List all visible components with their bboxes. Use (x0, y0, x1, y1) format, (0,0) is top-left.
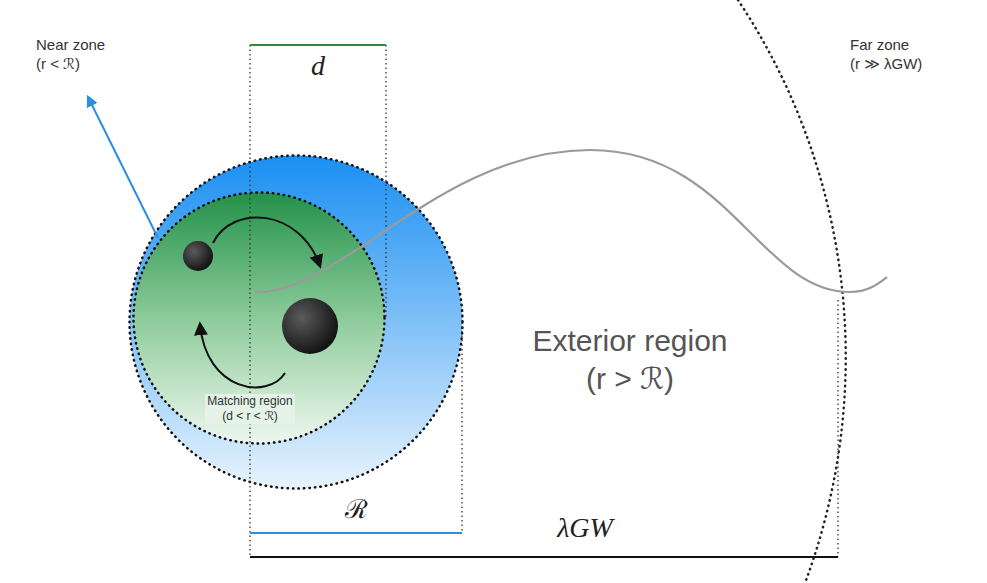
region-label: Near zone (r < ℛ) (36, 36, 107, 74)
region-circle (134, 193, 385, 444)
region-label: Matching region (d < r < ℛ) (205, 394, 296, 424)
dimension-label: λGW (557, 510, 613, 545)
dimension-line (250, 556, 838, 558)
leader-arrow (88, 97, 158, 238)
dimension-line (250, 532, 462, 534)
black-hole (183, 241, 213, 271)
near-zone-circle: Near zone (r < ℛ)Matching region (d < r … (128, 154, 464, 490)
region-circle (130, 156, 463, 489)
region-outline (128, 154, 464, 490)
dimension-line (250, 44, 386, 46)
dimension-label: ℛ (345, 494, 368, 527)
guide-line (837, 300, 838, 557)
region-label: Exterior region (r > ℛ) (532, 322, 729, 397)
dimension-label: d (311, 48, 325, 83)
black-hole (282, 298, 338, 354)
far-zone-boundary (738, 0, 846, 583)
region-label: Far zone (r ≫ λGW) (850, 36, 923, 74)
matching-region-circle: Matching region (d < r < ℛ) (132, 191, 386, 445)
guide-line (461, 322, 462, 533)
